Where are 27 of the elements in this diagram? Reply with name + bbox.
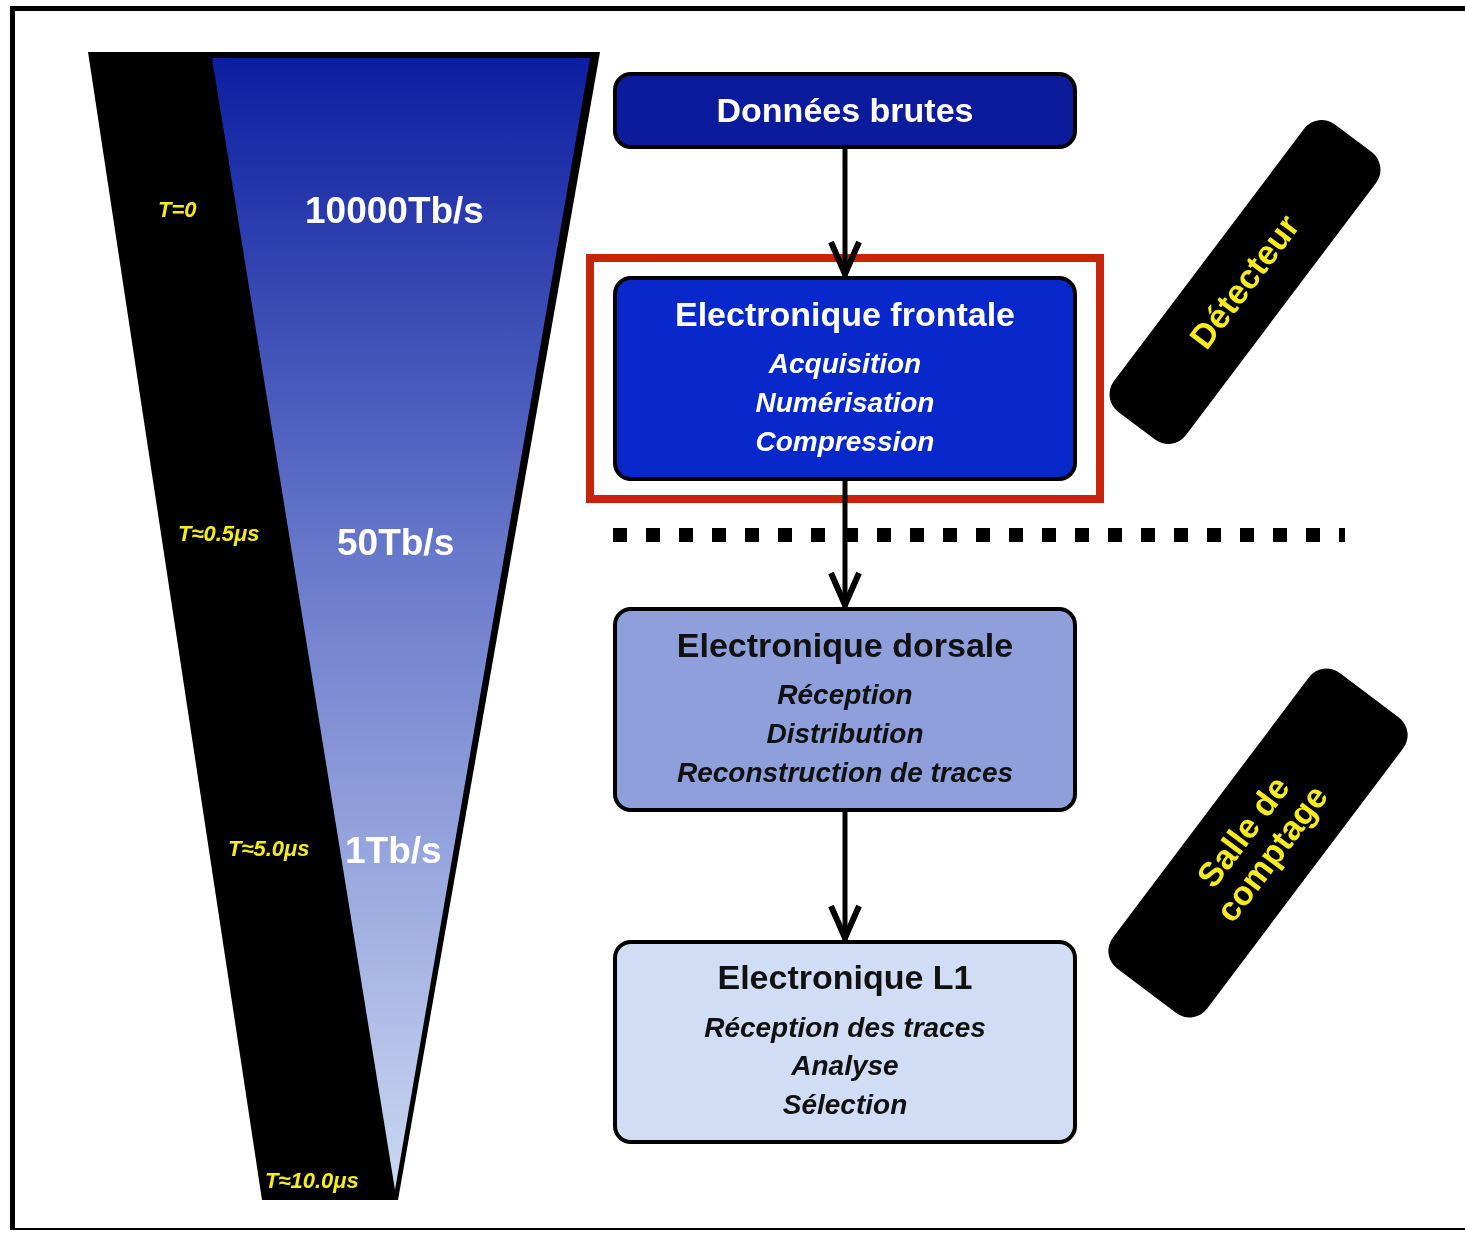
process-box [613,607,1077,812]
data-rate-label: 1Tb/s [345,832,442,869]
task-label: Sélection [782,1088,908,1122]
task-label: Compression [755,424,935,459]
process-box [613,940,1077,1144]
arrow [828,812,862,941]
task-label: Reconstruction de traces [676,755,1014,790]
box-title: Electronique L1 [717,959,973,997]
arrow [828,481,862,608]
time-label: T≈0.5μs [178,523,260,545]
box-title: Electronique frontale [674,295,1016,334]
process-box [613,276,1077,481]
task-label: Acquisition [768,347,922,382]
task-label: Numérisation [755,385,935,420]
data-rate-label: 50Tb/s [337,524,455,561]
arrow [828,149,862,277]
task-label: Distribution [766,716,924,751]
box-title: Données brutes [716,91,974,130]
time-label: T≈10.0μs [265,1170,359,1192]
process-box [613,72,1077,149]
time-label: T=0 [158,199,197,221]
task-label: Réception des traces [704,1010,986,1045]
task-label: Analyse [791,1049,899,1084]
data-rate-label: 10000Tb/s [305,192,484,229]
box-title: Electronique dorsale [676,626,1014,665]
task-label: Réception [777,678,913,713]
time-label: T≈5.0μs [228,838,310,860]
